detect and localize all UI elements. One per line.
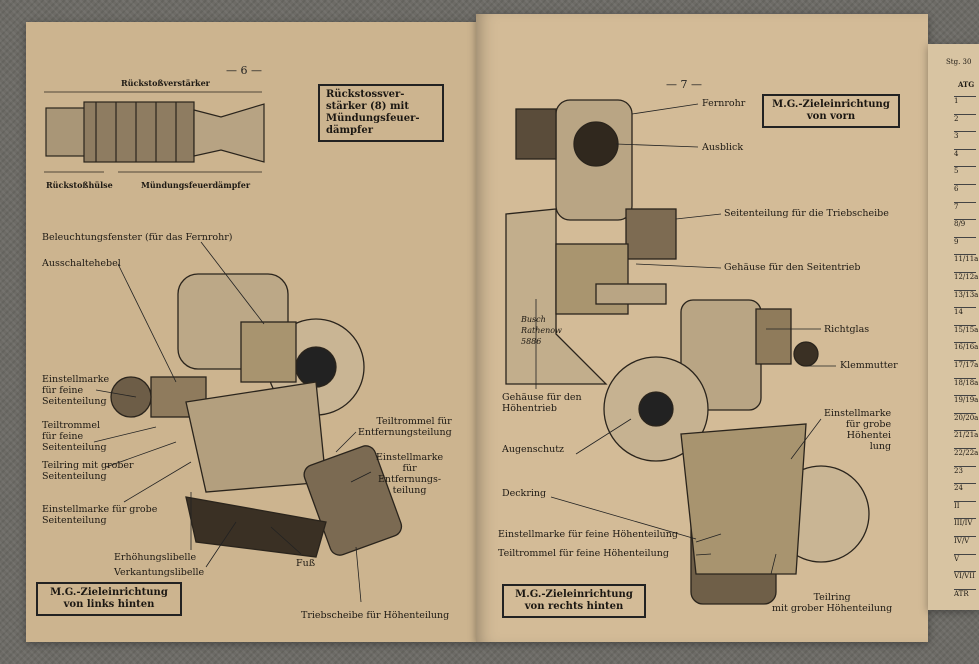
strip-row: 22/22a xyxy=(954,448,979,457)
strip-row: 1 xyxy=(954,96,976,106)
label-coarse-elevation-ring: Teilring mit grober Höhenteilung xyxy=(772,592,893,614)
strip-row: 24 xyxy=(954,483,976,493)
left-page: — 6 — Rückstoßverstärker Rückstoßhülse M… xyxy=(26,22,476,642)
label-muzzle-damper: Mündungsfeuerdämpfer xyxy=(141,180,251,190)
label-clamp-nut: Klemmutter xyxy=(840,360,898,371)
left-drawings xyxy=(44,91,403,603)
label-elevation-drive-housing: Gehäuse für den Höhentrieb xyxy=(502,392,582,414)
label-foot: Fuß xyxy=(296,558,316,569)
right-drawings xyxy=(505,99,870,605)
strip-row: 13/13a xyxy=(954,289,979,299)
label-aiming-glass: Richtglas xyxy=(824,324,870,335)
strip-row: 7 xyxy=(954,201,976,212)
label-switch-lever: Ausschaltehebel xyxy=(42,258,121,269)
label-eye-guard: Augenschutz xyxy=(502,444,565,455)
label-coarse-side-mark: Einstellmarke für grobe Seitenteilung xyxy=(42,504,158,526)
label-coarse-elevation-mark: Einstellmarke für grobe Höhentei lung xyxy=(824,408,892,452)
strip-row: III/IV xyxy=(954,518,976,528)
strip-row: 14 xyxy=(954,307,976,317)
strip-row: 8/9 xyxy=(954,219,976,229)
strip-row: 20/20a xyxy=(954,412,979,422)
strip-row: 23 xyxy=(954,465,976,476)
strip-row: 6 xyxy=(954,184,976,194)
strip-row: VI/VII xyxy=(954,571,976,581)
recoil-booster-drawing xyxy=(44,91,265,173)
strip-row: 2 xyxy=(954,113,976,124)
label-fine-elevation-drum: Teiltrommel für feine Höhenteilung xyxy=(498,548,669,559)
label-coarse-side-ring: Teilring mit grober Seitenteilung xyxy=(42,460,134,482)
label-fine-elevation-mark: Einstellmarke für feine Höhenteilung xyxy=(498,529,678,540)
label-side-scale: Seitenteilung für die Triebscheibe xyxy=(724,208,889,219)
strip-row: II xyxy=(954,500,976,511)
strip-header: Stg. 30 xyxy=(946,58,972,66)
strip-row: 18/18a xyxy=(954,377,979,387)
strip-row: 12/12a xyxy=(954,272,979,281)
label-recoil-booster: Rückstoßverstärker xyxy=(121,78,210,88)
label-eyepiece-view: Ausblick xyxy=(702,142,744,153)
label-range-mark: Einstellmarke für Entfernungs- teilung xyxy=(376,452,444,496)
caption-right: M.G.-Zieleinrichtung von rechts hinten xyxy=(502,584,646,618)
strip-row: IV/V xyxy=(954,536,976,546)
label-cover-ring: Deckring xyxy=(502,488,547,499)
sight-right-drawing xyxy=(603,299,870,605)
sight-left-drawing xyxy=(110,273,403,558)
left-leader-lines xyxy=(93,241,372,603)
strip-row: 16/16a xyxy=(954,342,979,352)
caption-left: M.G.-Zieleinrichtung von links hinten xyxy=(36,582,182,616)
strip-row: 19/19a xyxy=(954,395,979,405)
label-range-drum: Teiltrommel für Entfernungsteilung xyxy=(358,416,452,438)
right-leader-lines xyxy=(535,103,836,575)
info-box-recoil: Rückstossver- stärker (8) mit Mündungsfe… xyxy=(318,84,444,142)
label-side-drive-housing: Gehäuse für den Seitentrieb xyxy=(724,262,861,273)
strip-row: 15/15a xyxy=(954,324,979,334)
maker-stamp: Busch Rathenow 5886 xyxy=(521,315,562,346)
strip-row: 5 xyxy=(954,166,976,176)
page-number-7: — 7 — xyxy=(666,78,702,91)
strip-row: 9 xyxy=(954,236,976,247)
label-elevation-wheel: Triebscheibe für Höhenteilung xyxy=(301,610,450,621)
label-telescope: Fernrohr xyxy=(702,98,746,109)
label-cant-level: Verkantungslibelle xyxy=(114,567,205,578)
label-elevation-level: Erhöhungslibelle xyxy=(114,552,197,563)
strip-row: 17/17a xyxy=(954,360,979,369)
title-box-front: M.G.-Zieleinrichtung von vorn xyxy=(762,94,900,128)
strip-row: 4 xyxy=(954,148,976,159)
label-fine-side-mark: Einstellmarke für feine Seitenteilung xyxy=(42,374,110,407)
label-lighting-window: Beleuchtungsfenster (für das Fernrohr) xyxy=(42,232,233,243)
strip-row: 3 xyxy=(954,131,976,141)
strip-col-header: ATG xyxy=(958,80,975,89)
strip-row: 11/11a xyxy=(954,254,979,264)
strip-row: ATR xyxy=(954,588,976,599)
page-number-6: — 6 — xyxy=(226,64,262,77)
sight-front-drawing xyxy=(505,99,677,385)
strip-row: V xyxy=(954,553,976,564)
label-fine-side-drum: Teiltrommel für feine Seitenteilung xyxy=(42,420,107,453)
strip-row: 21/21a xyxy=(954,430,979,440)
label-recoil-sleeve: Rückstoßhülse xyxy=(46,180,113,190)
right-page: — 7 — M.G.-Zieleinrichtung von vorn Fern… xyxy=(476,14,928,642)
